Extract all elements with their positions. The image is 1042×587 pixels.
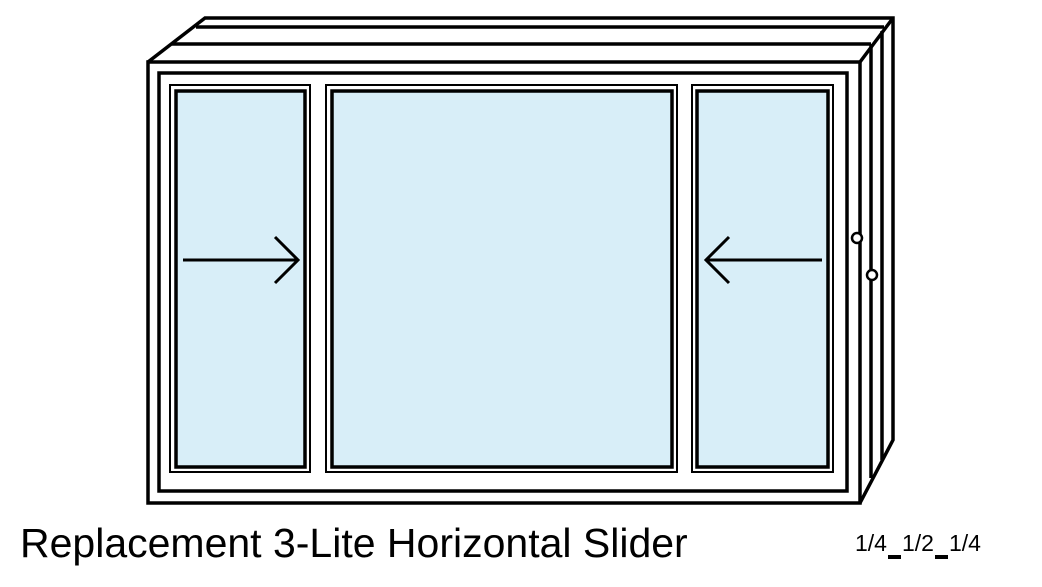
right-glass	[695, 89, 830, 469]
arrow-left-icon	[703, 235, 822, 285]
arrow-right-icon	[183, 235, 301, 285]
ratio-separator	[934, 555, 948, 559]
inner-frame	[157, 71, 849, 493]
left-fraction: 1/4	[855, 530, 887, 556]
right-fraction: 1/4	[948, 530, 981, 556]
ratio-separator	[887, 555, 901, 559]
diagram-title: Replacement 3-Lite Horizontal Slider	[20, 520, 688, 566]
right-sash	[691, 84, 834, 473]
left-sash	[169, 84, 311, 473]
center-glass	[330, 89, 674, 469]
handle-icon	[850, 231, 864, 245]
center-fraction: 1/2	[901, 530, 934, 556]
center-fixed-lite	[325, 84, 678, 473]
left-glass	[174, 89, 307, 469]
handle-icon	[865, 268, 879, 282]
frame-depth	[146, 16, 895, 504]
panel-ratio: 1/4 1/2 1/4	[855, 530, 981, 559]
